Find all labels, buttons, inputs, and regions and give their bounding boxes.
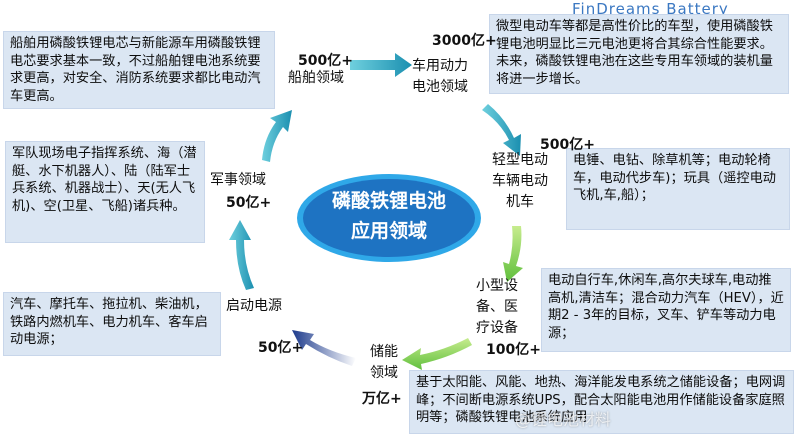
- military-label: 军事领域: [210, 172, 266, 188]
- arrow-storage-to-start: [292, 330, 356, 366]
- small-device-label-line3: 疗设备: [476, 320, 518, 336]
- ev-value: 3000亿+: [432, 33, 497, 49]
- light-ev-label: 轻型电动 车辆电动 机车: [492, 150, 548, 213]
- military-description-text: 军队现场电子指挥系统、海（潜艇、水下机器人）、陆（陆军士兵系统、机器战士）、天(…: [12, 146, 197, 214]
- ship-label: 船舶领域: [288, 70, 344, 86]
- ev-label: 车用动力 电池领域: [412, 56, 468, 98]
- small-device-value: 100亿+: [486, 342, 541, 358]
- center-title-line1: 磷酸铁锂电池: [331, 190, 446, 212]
- start-value: 50亿+: [258, 340, 304, 356]
- storage-label-line2: 领域: [370, 365, 398, 381]
- ev-label-line1: 车用动力: [412, 58, 468, 74]
- small-device-description-text: 电动自行车,休闲车,高尔夫球车,电动推高机,清洁车；混合动力汽车（HEV），近期…: [548, 273, 784, 341]
- storage-description-box: 基于太阳能、风能、地热、海洋能发电系统之储能设备；电网调峰；不间断电源系统UPS…: [409, 370, 794, 434]
- arrow-military-to-ship: [262, 110, 292, 162]
- watermark-text: @锂电池材料: [515, 410, 612, 429]
- light-ev-label-line2: 车辆电动: [492, 173, 548, 189]
- arrow-light-ev-to-small-device: [503, 226, 523, 282]
- small-device-label-line2: 备、医: [476, 299, 518, 315]
- ev-description-text: 微型电动车等都是高性价比的车型，使用磷酸铁锂电池明显比三元电池更将合其综合性能要…: [496, 19, 773, 87]
- center-title: 磷酸铁锂电池 应用领域: [295, 186, 483, 246]
- ev-label-line2: 电池领域: [412, 79, 468, 95]
- light-ev-description-text: 电锤、电钻、除草机等；电动轮椅车，电动代步车)；玩具（遥控电动飞机,车,船）；: [573, 153, 776, 203]
- storage-value: 万亿+: [362, 391, 402, 407]
- arrow-start-to-military: [229, 220, 254, 290]
- start-description-box: 汽车、摩托车、拖拉机、柴油机，铁路内燃机车、电力机车、客车启动电源；: [3, 292, 221, 356]
- center-title-line2: 应用领域: [350, 220, 427, 242]
- storage-description-text: 基于太阳能、风能、地热、海洋能发电系统之储能设备；电网调峰；不间断电源系统UPS…: [416, 375, 786, 425]
- storage-label-line1: 储能: [370, 344, 398, 360]
- storage-label: 储能 领域: [370, 342, 398, 384]
- ship-description-text: 船舶用磷酸铁锂电芯与新能源车用磷酸铁锂电芯要求基本一致，不过船舶锂电池系统要求更…: [10, 36, 261, 104]
- military-description-box: 军队现场电子指挥系统、海（潜艇、水下机器人）、陆（陆军士兵系统、机器战士）、天(…: [5, 141, 205, 243]
- small-device-description-box: 电动自行车,休闲车,高尔夫球车,电动推高机,清洁车；混合动力汽车（HEV），近期…: [541, 268, 791, 352]
- small-device-label: 小型设 备、医 疗设备: [476, 276, 518, 339]
- military-value: 50亿+: [226, 195, 272, 211]
- brand-logo-text: FinDreams Battery: [572, 0, 729, 18]
- light-ev-label-line1: 轻型电动: [492, 152, 548, 168]
- arrow-small-device-to-storage: [402, 338, 472, 370]
- light-ev-label-line3: 机车: [506, 194, 534, 210]
- start-description-text: 汽车、摩托车、拖拉机、柴油机，铁路内燃机车、电力机车、客车启动电源；: [10, 297, 208, 347]
- arrow-ev-to-light-ev: [482, 104, 521, 156]
- ev-description-box: 微型电动车等都是高性价比的车型，使用磷酸铁锂电池明显比三元电池更将合其综合性能要…: [489, 14, 789, 94]
- small-device-label-line1: 小型设: [476, 278, 518, 294]
- arrow-ship-to-ev: [350, 53, 412, 77]
- ship-value: 500亿+: [298, 53, 353, 69]
- ship-description-box: 船舶用磷酸铁锂电芯与新能源车用磷酸铁锂电芯要求基本一致，不过船舶锂电池系统要求更…: [3, 31, 275, 109]
- light-ev-value: 500亿+: [540, 137, 595, 153]
- light-ev-description-box: 电锤、电钻、除草机等；电动轮椅车，电动代步车)；玩具（遥控电动飞机,车,船）；: [566, 148, 790, 230]
- start-label: 启动电源: [226, 298, 282, 314]
- center-ellipse: [297, 174, 481, 262]
